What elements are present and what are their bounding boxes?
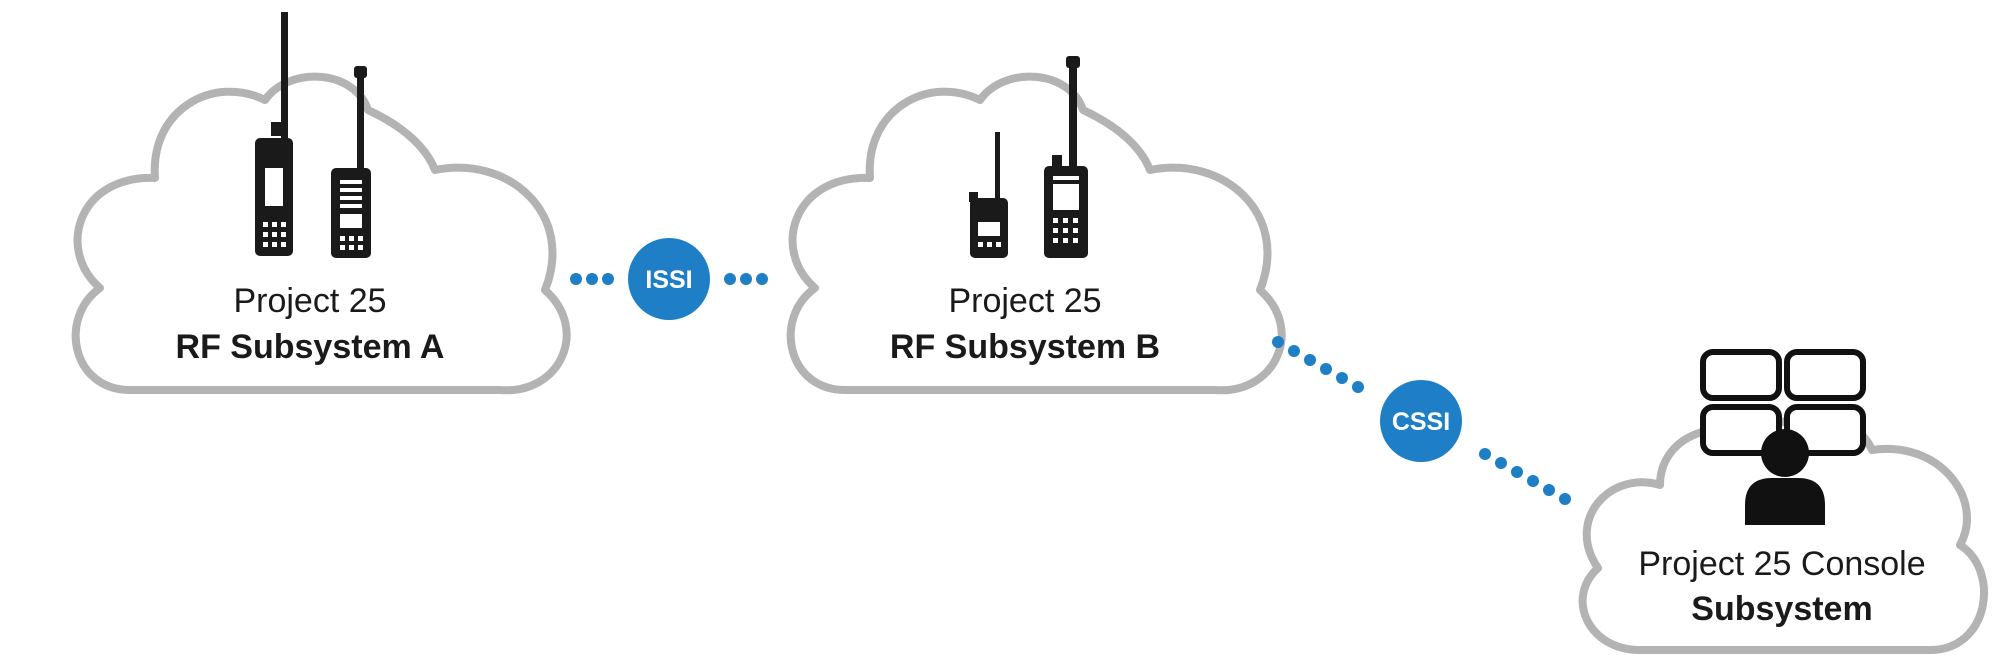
link-dot [1495, 457, 1507, 469]
handheld-radio-icon [331, 66, 371, 258]
cloud-label-line2: RF Subsystem B [890, 328, 1160, 366]
cloud-rf-subsystem-a: Project 25 RF Subsystem A [71, 12, 571, 395]
link-dot [602, 273, 614, 285]
link-cssi: CSSI [1272, 336, 1571, 505]
link-dot [1479, 448, 1491, 460]
link-dot [1511, 466, 1523, 478]
link-dot [1336, 372, 1348, 384]
cssi-badge [1380, 380, 1462, 462]
link-dot [570, 273, 582, 285]
handheld-radio-icon [1044, 56, 1088, 258]
cloud-rf-subsystem-b: Project 25 RF Subsystem B [786, 56, 1286, 395]
issi-label: ISSI [645, 266, 692, 294]
cloud-label-line2: Subsystem [1691, 590, 1872, 628]
issi-badge [628, 238, 710, 320]
cloud-outline [786, 72, 1286, 395]
cloud-label-line2: RF Subsystem A [176, 328, 445, 366]
handheld-radio-icon [255, 12, 293, 256]
cloud-outline [71, 72, 571, 395]
cloud-label-line1: Project 25 Console [1638, 545, 1925, 583]
cloud-console-subsystem: Project 25 Console Subsystem [1578, 349, 1988, 654]
console-operator-icon [1700, 349, 1866, 525]
link-dot [1288, 345, 1300, 357]
link-dot [1304, 354, 1316, 366]
link-dot [1527, 475, 1539, 487]
cloud-label-line1: Project 25 [948, 282, 1101, 320]
link-dot [1272, 336, 1284, 348]
link-dot [1543, 484, 1555, 496]
link-dot [724, 273, 736, 285]
link-dot [586, 273, 598, 285]
link-dot [756, 273, 768, 285]
cssi-label: CSSI [1392, 408, 1450, 436]
link-dot [740, 273, 752, 285]
cloud-label-line1: Project 25 [233, 282, 386, 320]
handheld-radio-icon [969, 132, 1008, 258]
link-issi: ISSI [570, 238, 768, 320]
link-dot [1559, 493, 1571, 505]
link-dot [1320, 363, 1332, 375]
link-dot [1352, 381, 1364, 393]
